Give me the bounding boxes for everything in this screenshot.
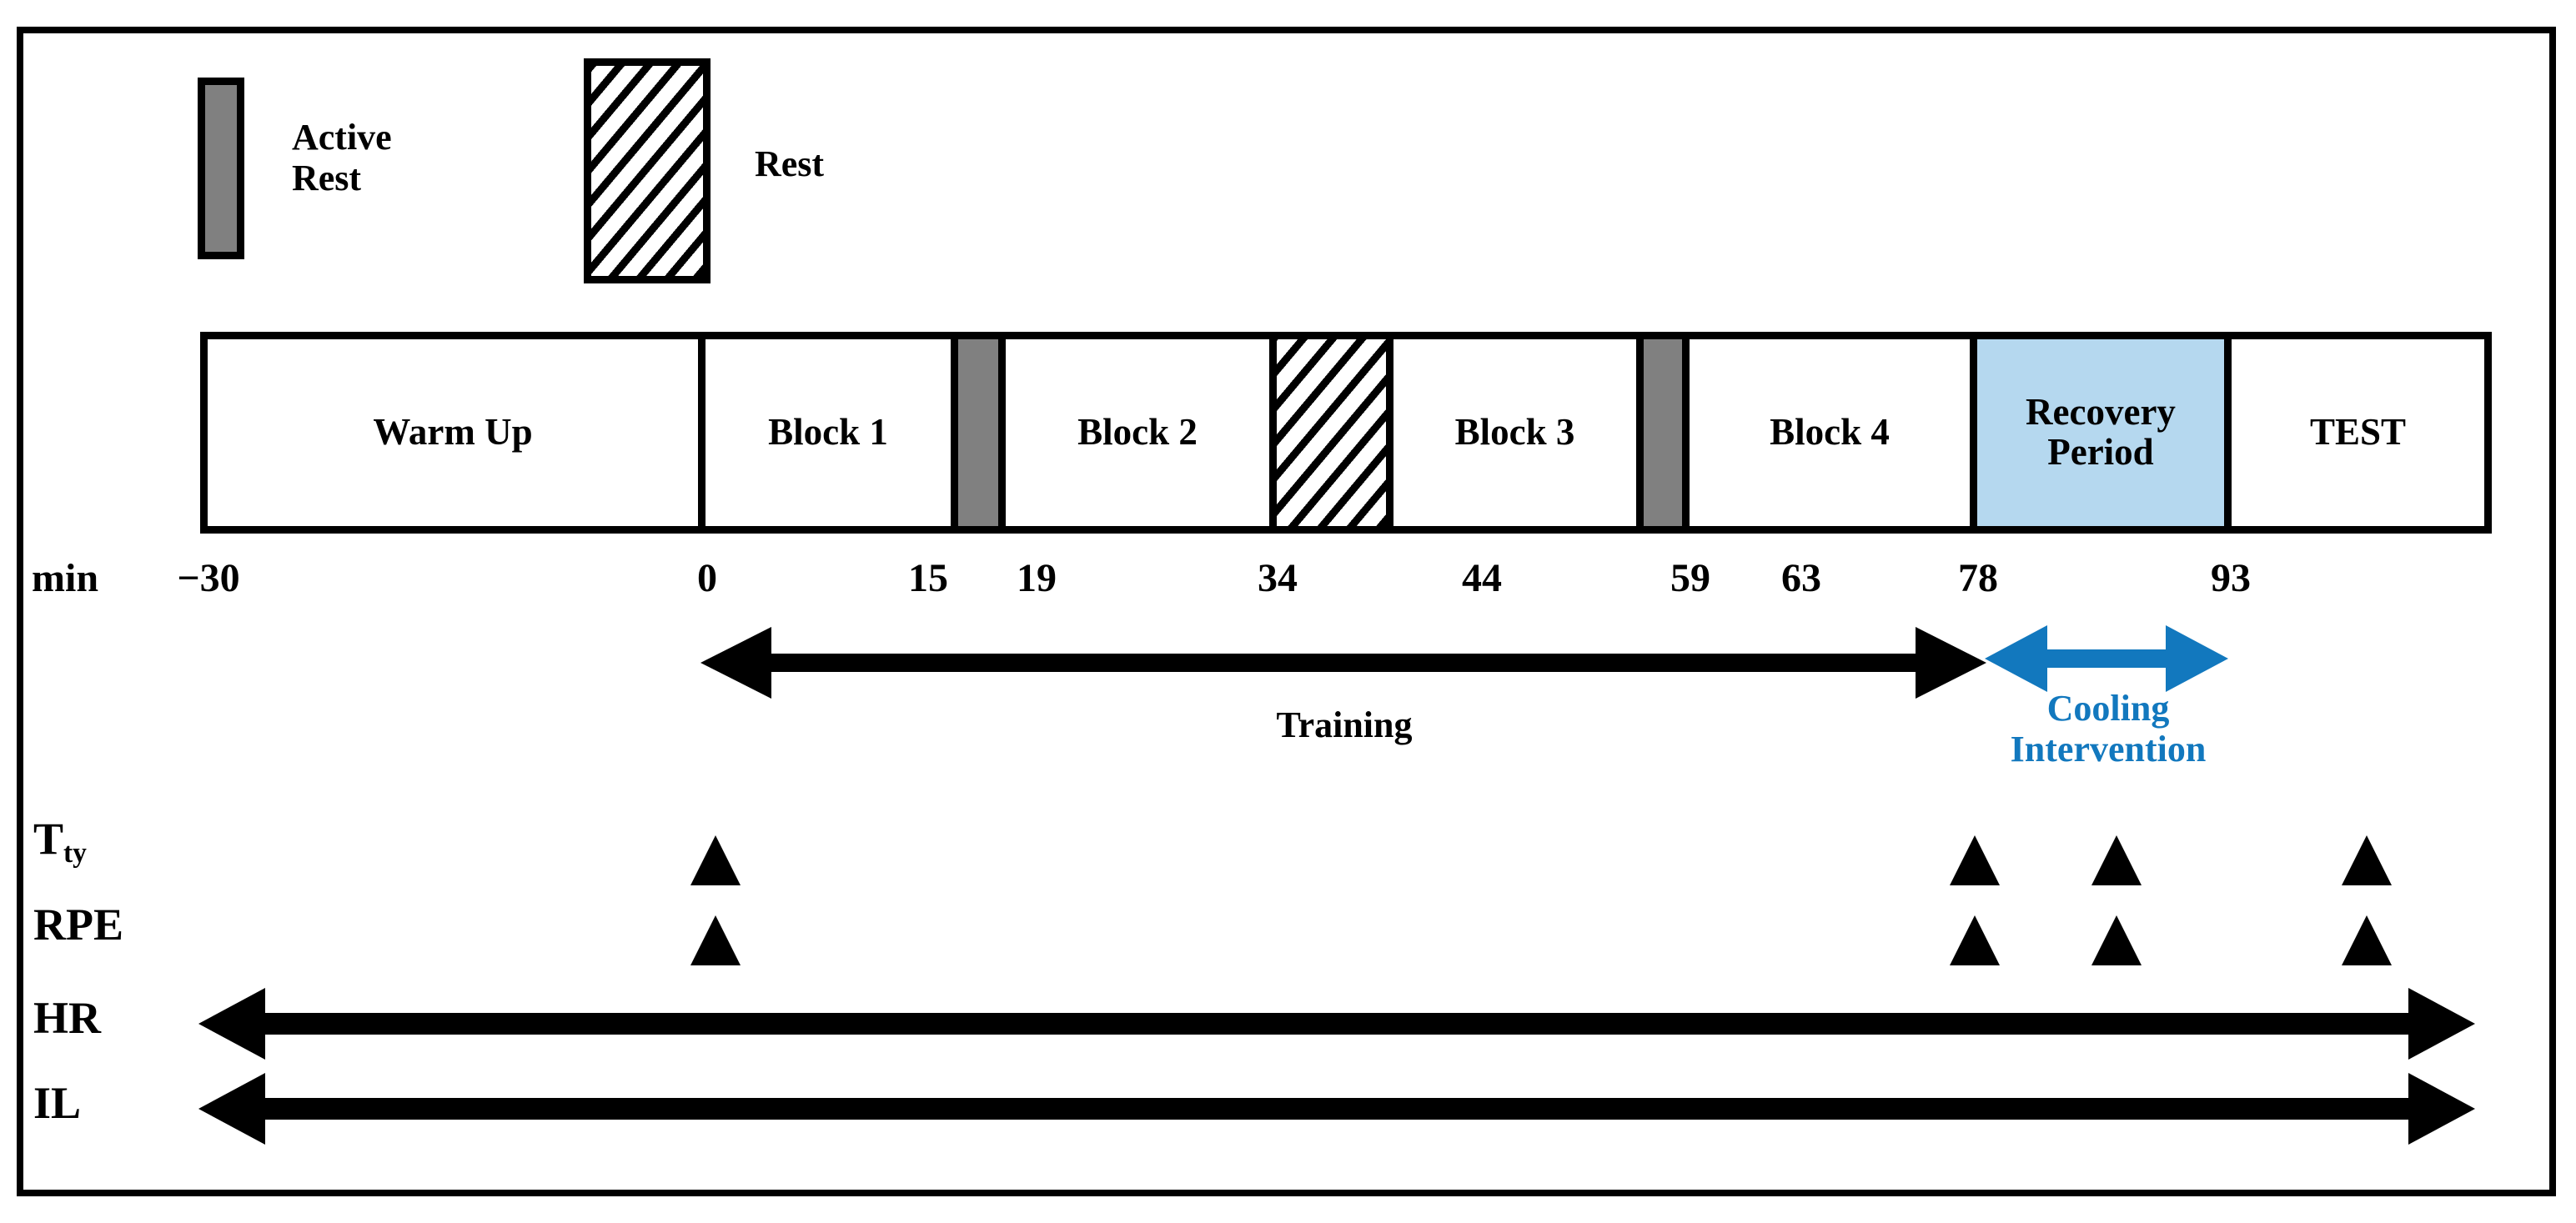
- timeline-segment-label: Block 2: [1077, 411, 1198, 454]
- legend-label-rest: Rest: [755, 143, 825, 184]
- timeline-segment-active-rest-1[interactable]: [958, 339, 1006, 526]
- measure-label-tty: Tty: [33, 813, 87, 869]
- axis-tick-63: 63: [1781, 556, 1821, 600]
- axis-tick-0: 0: [697, 556, 717, 600]
- training-caption: Training: [1276, 704, 1413, 745]
- axis-tick-minus30: −30: [177, 556, 240, 600]
- timeline-segment-block-2[interactable]: Block 2: [1006, 339, 1277, 526]
- cooling-intervention-caption: Cooling Intervention: [2010, 688, 2207, 770]
- figure-border: [17, 27, 2556, 1196]
- measure-label-tty-subscript: ty: [63, 838, 87, 870]
- timeline-segment-block-4[interactable]: Block 4: [1690, 339, 1977, 526]
- timeline-segment-test[interactable]: TEST: [2232, 339, 2484, 526]
- legend-label-active-rest: Active Rest: [292, 117, 392, 199]
- timeline-segment-warm-up[interactable]: Warm Up: [208, 339, 706, 526]
- measure-label-rpe: RPE: [33, 900, 123, 950]
- timeline-segment-rest[interactable]: [1277, 339, 1393, 526]
- timeline-segment-block-3[interactable]: Block 3: [1393, 339, 1644, 526]
- timeline-segment-label: Recovery Period: [2026, 391, 2176, 473]
- axis-tick-19: 19: [1017, 556, 1057, 600]
- timeline-segment-label: Block 1: [768, 411, 888, 454]
- timeline-segment-label: Block 4: [1770, 411, 1890, 454]
- measure-label-hr: HR: [33, 993, 101, 1043]
- axis-tick-59: 59: [1670, 556, 1710, 600]
- timeline-segment-label: TEST: [2309, 411, 2407, 454]
- hatched-rectangle-icon: [584, 58, 711, 283]
- measure-label-tty-base: T: [33, 814, 64, 864]
- timeline-segment-block-1[interactable]: Block 1: [706, 339, 958, 526]
- measure-label-il: IL: [33, 1078, 82, 1128]
- axis-unit-label: min: [32, 556, 99, 600]
- axis-tick-34: 34: [1258, 556, 1298, 600]
- axis-tick-44: 44: [1462, 556, 1502, 600]
- timeline-segment-recovery-period[interactable]: Recovery Period: [1977, 339, 2232, 526]
- axis-tick-15: 15: [908, 556, 948, 600]
- timeline-bar: Warm Up Block 1 Block 2 Block 3 Block 4 …: [200, 332, 2492, 534]
- timeline-segment-label: Warm Up: [373, 411, 533, 454]
- axis-tick-78: 78: [1958, 556, 1998, 600]
- gray-rectangle-icon: [198, 78, 244, 259]
- timeline-segment-active-rest-2[interactable]: [1644, 339, 1690, 526]
- timeline-segment-label: Block 3: [1454, 411, 1575, 454]
- axis-tick-93: 93: [2211, 556, 2251, 600]
